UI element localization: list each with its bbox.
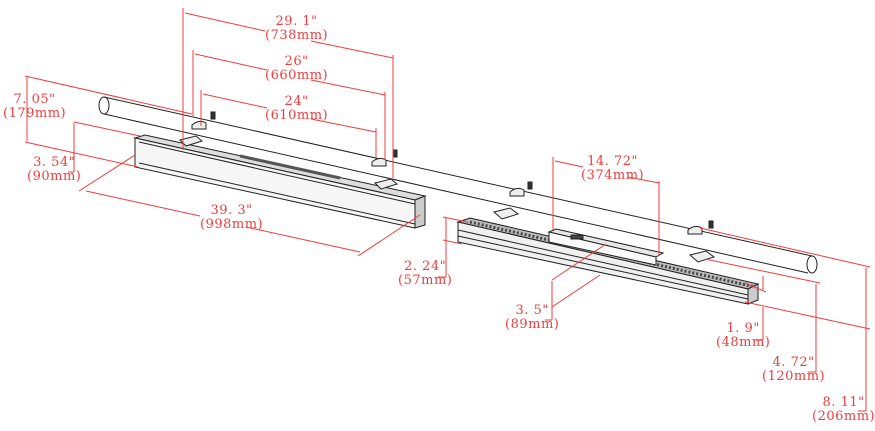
mm-value: (179mm): [3, 106, 67, 121]
dim-total-height-right: 8. 11"(206mm): [812, 396, 875, 424]
inch-value: 29. 1": [275, 14, 318, 29]
inch-value: 7. 05": [13, 92, 56, 107]
inch-value: 26": [284, 54, 309, 69]
dim-fixture-depth: 2. 24"(57mm): [398, 260, 452, 288]
dim-driver-length: 14. 72"(374mm): [581, 155, 644, 183]
dim-fixture-width: 3. 5"(89mm): [505, 304, 559, 332]
inch-value: 8. 11": [822, 395, 865, 410]
mm-value: (57mm): [398, 273, 453, 288]
inch-value: 24": [284, 94, 309, 109]
dim-fixture-height-left: 3. 54"(90mm): [27, 156, 81, 184]
inch-value: 3. 5": [515, 303, 549, 318]
mm-value: (89mm): [505, 317, 560, 332]
mm-value: (48mm): [716, 335, 771, 350]
inch-value: 39. 3": [210, 203, 253, 218]
inch-value: 14. 72": [587, 154, 638, 169]
mm-value: (90mm): [27, 169, 82, 184]
mm-value: (998mm): [200, 217, 264, 232]
dim-bracket-inner: 24"(610mm): [265, 95, 328, 123]
mm-value: (610mm): [265, 108, 329, 123]
mm-value: (660mm): [265, 68, 329, 83]
inch-value: 3. 54": [33, 155, 76, 170]
inch-value: 4. 72": [772, 355, 815, 370]
inch-value: 1. 9": [726, 321, 760, 336]
inch-value: 2. 24": [404, 259, 447, 274]
dim-bracket-outer: 29. 1"(738mm): [265, 15, 328, 43]
mm-value: (738mm): [265, 28, 329, 43]
dim-fixture-length: 39. 3"(998mm): [200, 204, 263, 232]
dim-total-height-left: 7. 05"(179mm): [3, 93, 66, 121]
dim-profile-height: 1. 9"(48mm): [716, 322, 770, 350]
dim-bracket-height: 4. 72"(120mm): [762, 356, 825, 384]
mounting-pipe: [98, 96, 818, 274]
right-fixture: [456, 181, 760, 305]
mm-value: (120mm): [762, 369, 826, 384]
dim-bracket-mid: 26"(660mm): [265, 55, 328, 83]
left-fixture: [133, 111, 427, 229]
mm-value: (374mm): [581, 168, 645, 183]
mm-value: (206mm): [812, 409, 875, 424]
dimension-lines: [24, 8, 871, 412]
